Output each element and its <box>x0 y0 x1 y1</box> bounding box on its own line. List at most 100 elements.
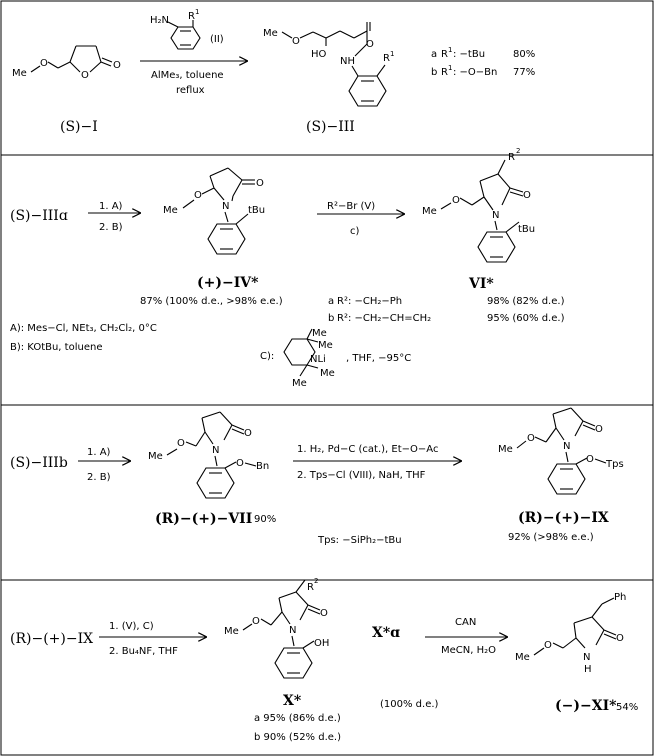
svg-text:Me: Me <box>498 444 513 455</box>
svg-text:2: 2 <box>516 147 520 155</box>
svg-text:(R)−(+)−VII: (R)−(+)−VII <box>155 511 252 527</box>
svg-text:1. H₂, Pd−C (cat.), Et−O−Ac: 1. H₂, Pd−C (cat.), Et−O−Ac <box>297 444 438 455</box>
svg-text:2. B): 2. B) <box>87 472 111 483</box>
svg-text:reflux: reflux <box>176 85 205 96</box>
svg-text:2. Bu₄NF, THF: 2. Bu₄NF, THF <box>109 646 178 657</box>
svg-text:2: 2 <box>314 577 318 585</box>
svg-text:O: O <box>320 608 328 619</box>
svg-text:92% (>98% e.e.): 92% (>98% e.e.) <box>508 532 594 543</box>
svg-text:54%: 54% <box>616 702 638 713</box>
svg-text:Me: Me <box>318 340 333 351</box>
svg-text:O: O <box>544 640 552 651</box>
svg-text:(−)−XI*: (−)−XI* <box>555 698 617 714</box>
row3-reagent: 1. H₂, Pd−C (cat.), Et−O−Ac 2. Tps−Cl (V… <box>293 444 461 546</box>
svg-text:(R)−(+)−IX: (R)−(+)−IX <box>10 631 93 647</box>
svg-text:Tps: −SiPh₂−tBu: Tps: −SiPh₂−tBu <box>317 535 402 546</box>
svg-text:a 95% (86% d.e.): a 95% (86% d.e.) <box>254 713 341 724</box>
svg-text:O: O <box>452 195 460 206</box>
compound-VII: Me O N O O Bn (R)−(+)−VII 90% <box>148 411 276 527</box>
svg-text:, THF, −95°C: , THF, −95°C <box>346 353 411 364</box>
svg-text:Me: Me <box>12 68 27 79</box>
svg-text:tBu: tBu <box>518 224 535 235</box>
svg-text:O: O <box>616 633 624 644</box>
svg-text:1: 1 <box>448 46 452 54</box>
reagent-II: H₂N R 1 (II) AlMe₃, toluene reflux <box>140 8 247 96</box>
svg-text:1. A): 1. A) <box>87 447 111 458</box>
svg-text:OH: OH <box>314 638 329 649</box>
svg-text:X*ɑ: X*ɑ <box>372 625 400 641</box>
svg-text:c): c) <box>350 226 359 237</box>
svg-text:N: N <box>222 201 229 212</box>
row4-start: (R)−(+)−IX 1. (V), C) 2. Bu₄NF, THF <box>10 621 206 657</box>
compound-X: Me O N O R 2 OH X* a 95% (86% d.e.) b 90… <box>224 577 341 743</box>
svg-text:90%: 90% <box>254 514 276 525</box>
svg-text:(S)−I: (S)−I <box>60 119 98 135</box>
svg-text:98% (82% d.e.): 98% (82% d.e.) <box>487 296 565 307</box>
svg-text:Me: Me <box>292 378 307 389</box>
svg-text:H₂N: H₂N <box>150 15 169 26</box>
svg-text:O: O <box>177 438 185 449</box>
svg-text:NLi: NLi <box>310 354 326 365</box>
svg-text:VI*: VI* <box>468 276 494 292</box>
svg-text:87% (100% d.e., >98% e.e.): 87% (100% d.e., >98% e.e.) <box>140 296 283 307</box>
svg-text:N: N <box>289 625 296 636</box>
svg-text:NH: NH <box>340 56 355 67</box>
svg-text:Me: Me <box>320 368 335 379</box>
svg-text:a: a <box>328 296 334 307</box>
svg-text:AlMe₃, toluene: AlMe₃, toluene <box>151 70 224 81</box>
row4-xa: X*ɑ (100% d.e.) <box>372 625 439 710</box>
svg-text:1: 1 <box>448 64 452 72</box>
svg-text:B): KOtBu, toluene: B): KOtBu, toluene <box>10 342 102 353</box>
svg-text:Me: Me <box>515 652 530 663</box>
svg-text:C):: C): <box>260 351 274 362</box>
svg-text:O: O <box>292 36 300 47</box>
svg-text:1: 1 <box>195 8 199 16</box>
svg-text:N: N <box>563 441 570 452</box>
svg-text:(S)−III: (S)−III <box>306 119 355 135</box>
row2-variants: a R²: −CH₂−Ph 98% (82% d.e.) b R²: −CH₂−… <box>328 296 565 324</box>
svg-text:1. (V), C): 1. (V), C) <box>109 621 154 632</box>
row2-start: (S)−IIIɑ 1. A) 2. B) <box>10 201 140 233</box>
compound-I: Me O O O (S)−I <box>12 45 121 135</box>
svg-text:O: O <box>236 458 244 469</box>
svg-text:b: b <box>328 313 334 324</box>
svg-text:(S)−IIIb: (S)−IIIb <box>10 455 68 471</box>
svg-text:(II): (II) <box>210 34 224 45</box>
svg-text:HO: HO <box>311 49 327 60</box>
svg-text:CAN: CAN <box>455 617 476 628</box>
svg-text:R²: −CH₂−Ph: R²: −CH₂−Ph <box>337 296 402 307</box>
svg-text:H: H <box>584 664 592 675</box>
compound-VI: Me O N O R 2 tBu VI* <box>422 147 535 292</box>
compound-IV: Me O N O tBu (+)−IV* 87% (100% d.e., >98… <box>140 167 283 307</box>
svg-text:R: R <box>441 49 448 60</box>
svg-text:80%: 80% <box>513 49 535 60</box>
row2-reagent: R²−Br (V) c) <box>317 201 404 237</box>
svg-text:O: O <box>244 428 252 439</box>
svg-text:Me: Me <box>422 206 437 217</box>
svg-text:Me: Me <box>163 205 178 216</box>
svg-text:95% (60% d.e.): 95% (60% d.e.) <box>487 313 565 324</box>
svg-text:(100% d.e.): (100% d.e.) <box>380 699 439 710</box>
svg-text:R: R <box>508 152 515 163</box>
svg-text:Tps: Tps <box>605 459 624 470</box>
compound-XI: Me O N H O Ph (−)−XI* 54% <box>515 592 638 714</box>
svg-text:O: O <box>252 616 260 627</box>
svg-text:Ph: Ph <box>614 592 626 603</box>
compound-III: Me O HO O NH R 1 (S)−III <box>263 22 394 135</box>
svg-text:A): Mes−Cl, NEt₃, CH₂Cl₂, 0°C: A): Mes−Cl, NEt₃, CH₂Cl₂, 0°C <box>10 323 157 334</box>
svg-text:Me: Me <box>312 328 327 339</box>
svg-text:tBu: tBu <box>248 205 265 216</box>
svg-text:(+)−IV*: (+)−IV* <box>197 275 259 291</box>
svg-text:77%: 77% <box>513 67 535 78</box>
row4-reagent: CAN MeCN, H₂O <box>425 617 507 656</box>
svg-text:O: O <box>595 424 603 435</box>
svg-text:O: O <box>366 39 374 50</box>
row2-conditions: A): Mes−Cl, NEt₃, CH₂Cl₂, 0°C B): KOtBu,… <box>10 323 411 389</box>
svg-text:(S)−IIIɑ: (S)−IIIɑ <box>10 208 68 224</box>
svg-text:R²: −CH₂−CH=CH₂: R²: −CH₂−CH=CH₂ <box>337 313 431 324</box>
svg-text:X*: X* <box>283 693 302 709</box>
compound-IX: Me O N O O Tps (R)−(+)−IX 92% (>98% e.e.… <box>498 407 624 543</box>
svg-text:O: O <box>256 178 264 189</box>
